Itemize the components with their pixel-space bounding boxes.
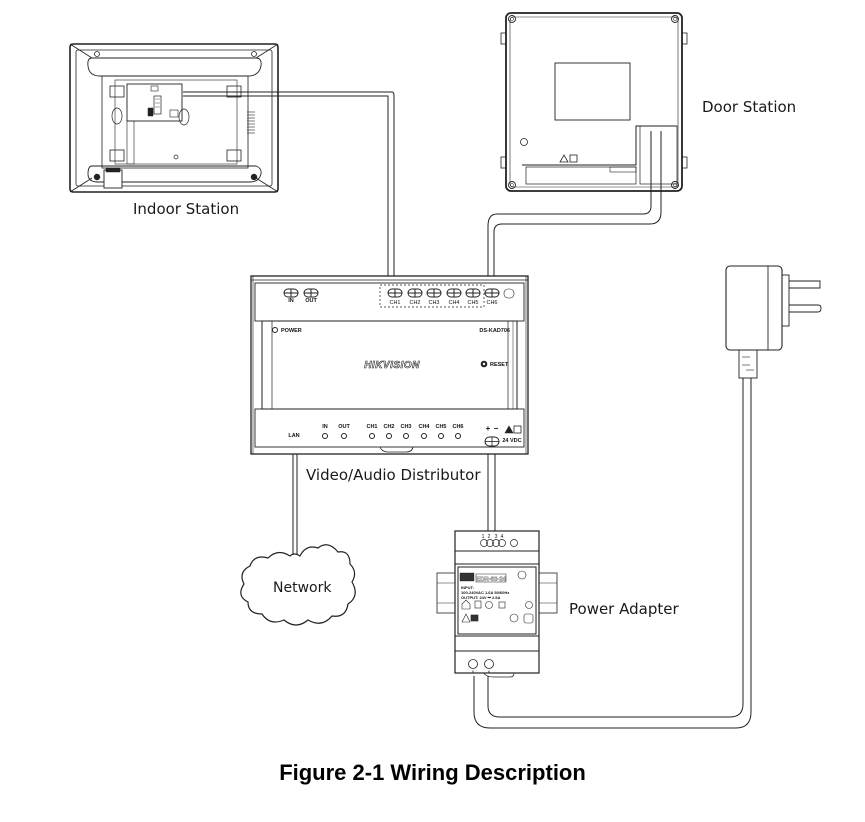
top-connector-out [303,288,319,298]
bottom-port-ch3-label: CH3 [400,424,411,430]
minus-label: − [494,424,499,433]
bottom-led-ch6 [455,433,461,439]
bottom-port-ch2-label: CH2 [383,424,394,430]
top-port-ch4-label: CH4 [448,300,459,306]
adapter-input-label: INPUT: [461,585,474,590]
cable-adapter-to-plug [473,378,752,729]
power-input-label: 24 VDC [502,438,521,444]
top-port-ch6-label: CH6 [486,300,497,306]
top-port-ch2-label: CH2 [409,300,420,306]
bottom-led-ch4 [421,433,427,439]
bottom-port-ch4-label: CH4 [418,424,430,430]
door-station-label: Door Station [702,98,797,116]
terminal-5-label: 5 [472,669,475,674]
adapter-input-spec: 100-240VAC 1.6A 50/60Hz [461,590,509,595]
bottom-led-in [322,433,328,439]
figure-caption: Figure 2-1 Wiring Description [279,760,586,785]
adapter-output-spec: OUTPUT: 24V ⎓ 2.5A [461,595,501,600]
network-label: Network [273,580,332,596]
top-connector-in [283,288,299,298]
brand-logo: HIKVISION [364,360,420,371]
power-adapter [436,530,558,678]
top-port-ch1-label: CH1 [389,300,400,306]
top-port-ch3-label: CH3 [428,300,439,306]
top-connector-ch1 [387,288,403,298]
top-port-out-label: OUT [305,298,317,304]
power-adapter-label: Power Adapter [569,600,679,618]
bottom-led-ch1 [369,433,375,439]
bottom-port-ch5-label: CH5 [435,424,446,430]
video-audio-distributor [250,275,529,455]
bottom-port-ch1-label: CH1 [366,424,377,430]
bottom-led-ch5 [438,433,444,439]
plus-label: + [486,424,491,433]
door-station [500,12,688,192]
top-connector-ch4 [446,288,462,298]
cable-indoor-to-ch1 [183,91,395,288]
model-label: DS-KAD706 [479,328,510,334]
terminal-1-label: 1 [482,534,485,540]
lan-label: LAN [288,433,299,439]
bottom-port-out-label: OUT [338,424,350,430]
indoor-station-label: Indoor Station [133,200,240,218]
power-led-label: POWER [281,328,302,334]
wall-plug [725,265,822,379]
terminal-3-label: 3 [495,534,498,540]
top-connector-ch3 [426,288,442,298]
bottom-led-ch3 [403,433,409,439]
terminal-4-label: 4 [501,534,504,540]
top-connector-ch5 [465,288,481,298]
network-cloud [240,544,356,626]
bottom-port-ch6-label: CH6 [452,424,463,430]
bottom-port-in-label: IN [322,424,328,430]
distributor-label: Video/Audio Distributor [306,466,481,484]
top-port-in-label: IN [288,298,294,304]
top-connector-ch6 [484,288,500,298]
top-connector-ch2 [407,288,423,298]
cable-lan-to-network [292,450,298,556]
terminal-2-label: 2 [488,534,491,540]
bottom-led-ch2 [386,433,392,439]
top-port-ch5-label: CH5 [467,300,478,306]
reset-label: RESET [490,362,509,368]
cable-door-to-ch6 [487,131,662,288]
bottom-led-out [341,433,347,439]
adapter-model-label: EDR-60-24 [476,577,507,583]
terminal-6-label: 6 [488,669,491,674]
indoor-station [69,43,279,193]
cable-power-to-distributor [487,445,496,532]
